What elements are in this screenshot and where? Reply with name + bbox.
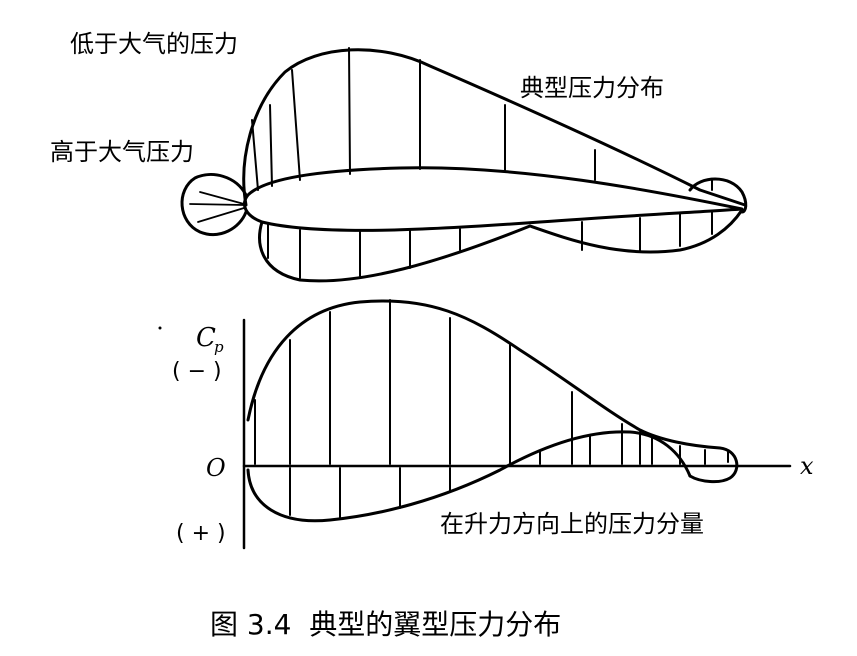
cp-upper-vectors	[254, 299, 729, 465]
cp-lower-vectors	[289, 431, 641, 519]
label-below-atmospheric: 低于大气的压力	[70, 30, 238, 58]
dot-mark	[158, 326, 162, 330]
figure-caption: 图 3.4 典型的翼型压力分布	[210, 608, 561, 641]
label-above-atmospheric: 高于大气压力	[50, 138, 194, 166]
label-typical-distribution: 典型压力分布	[520, 74, 664, 102]
cp-symbol: C	[196, 323, 216, 353]
airfoil-diagram: 低于大气的压力 典型压力分布 高于大气压力	[50, 30, 748, 283]
leading-edge-pressure-bubble	[180, 173, 248, 236]
trailing-edge-pressure-bubble	[688, 177, 748, 214]
cp-subscript: p	[214, 338, 224, 356]
label-lift-component: 在升力方向上的压力分量	[440, 510, 704, 538]
upper-pressure-vectors	[251, 47, 596, 191]
x-axis-label: x	[800, 452, 814, 480]
cp-plot: C p ( − ) O x ( + ) 在升力方向上的压力分量	[158, 299, 814, 550]
lower-pressure-envelope	[258, 208, 744, 283]
positive-marker: ( + )	[176, 521, 226, 546]
negative-marker: ( − )	[172, 359, 222, 384]
leading-edge-pressure-vectors	[189, 191, 245, 223]
cp-upper-curve	[246, 299, 739, 484]
origin-label: O	[206, 454, 226, 482]
lower-pressure-vectors	[267, 179, 713, 279]
upper-pressure-envelope	[242, 48, 747, 207]
airfoil-outline	[243, 166, 744, 232]
cp-lower-curve	[246, 430, 692, 523]
